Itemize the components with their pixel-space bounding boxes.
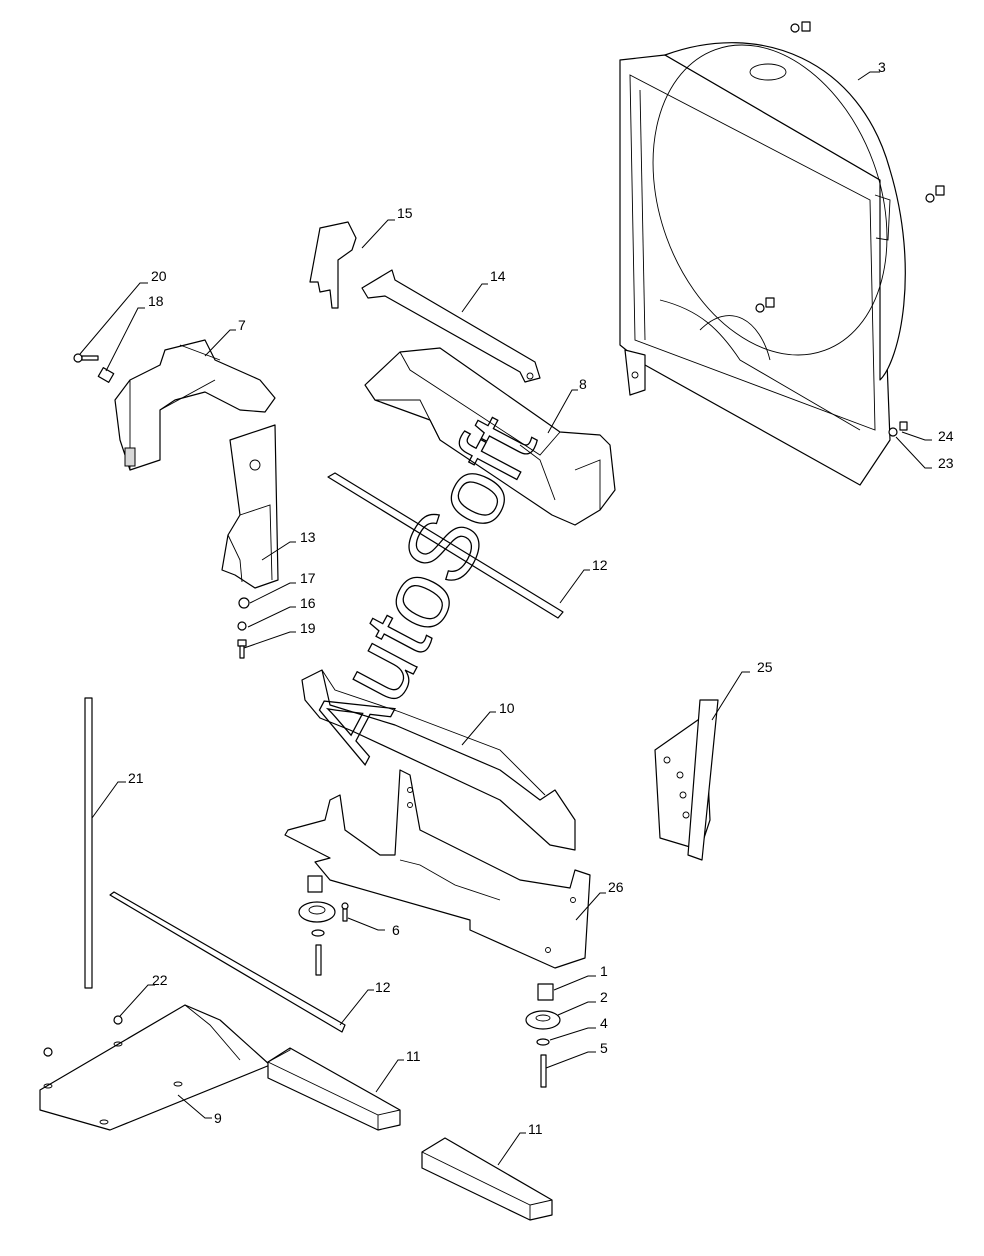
callout-24: 24 — [938, 428, 954, 444]
callout-16: 16 — [300, 595, 316, 611]
part-4-washer — [536, 1038, 550, 1046]
shroud-bolts — [755, 21, 945, 437]
part-19-bolt — [237, 639, 247, 659]
part-2-isolator — [525, 1010, 561, 1030]
part-6-mount — [298, 875, 349, 976]
callout-1: 1 — [600, 963, 608, 979]
callout-12-upper: 12 — [592, 557, 608, 573]
part-15-bracket — [309, 221, 357, 309]
callout-2: 2 — [600, 989, 608, 1005]
part-11-block-upper — [267, 1047, 401, 1131]
callout-12-lower: 12 — [375, 979, 391, 995]
callout-4: 4 — [600, 1015, 608, 1031]
part-17-nut — [238, 597, 250, 609]
leader-lines — [79, 71, 932, 1166]
part-10-lower-duct — [301, 669, 576, 851]
callout-11-upper: 11 — [406, 1048, 421, 1064]
part-12-upper-strip — [327, 472, 564, 619]
part-7-duct-bracket — [114, 339, 276, 471]
callout-8: 8 — [579, 376, 587, 392]
part-3-fan-shroud — [619, 42, 906, 486]
callout-26: 26 — [608, 879, 624, 895]
part-8-air-duct — [364, 347, 616, 526]
callout-23: 23 — [938, 455, 954, 471]
part-21-vertical-rod — [84, 697, 93, 989]
callout-3: 3 — [878, 59, 886, 75]
part-18-spacer — [97, 367, 115, 383]
part-9-cover-plate — [39, 1004, 271, 1131]
callout-5: 5 — [600, 1040, 608, 1056]
callout-9: 9 — [214, 1110, 222, 1126]
part-16-washer — [237, 621, 247, 631]
part-5-bolt — [540, 1054, 547, 1088]
callout-20: 20 — [151, 268, 167, 284]
callout-11-lower: 11 — [528, 1121, 543, 1137]
part-25-side-bracket — [654, 699, 719, 861]
callout-19: 19 — [300, 620, 316, 636]
callout-21: 21 — [128, 770, 144, 786]
callout-10: 10 — [499, 700, 515, 716]
callout-18: 18 — [148, 293, 164, 309]
callout-25: 25 — [757, 659, 773, 675]
callout-6: 6 — [392, 922, 400, 938]
part-14-strap — [361, 269, 541, 383]
callout-labels: 3 15 14 20 18 7 8 13 17 16 19 12 24 23 2… — [128, 59, 954, 1137]
part-26-base-bracket — [284, 769, 591, 969]
callout-15: 15 — [397, 205, 413, 221]
callout-13: 13 — [300, 529, 316, 545]
part-12-lower-strip — [109, 891, 346, 1033]
callout-22: 22 — [152, 972, 168, 988]
part-11-block-lower — [421, 1137, 553, 1221]
callout-14: 14 — [490, 268, 506, 284]
part-20-screw — [73, 353, 99, 363]
callout-7: 7 — [238, 317, 246, 333]
part-1-bushing — [537, 983, 554, 1001]
callout-17: 17 — [300, 570, 316, 586]
part-13-vertical-bracket — [221, 424, 279, 589]
